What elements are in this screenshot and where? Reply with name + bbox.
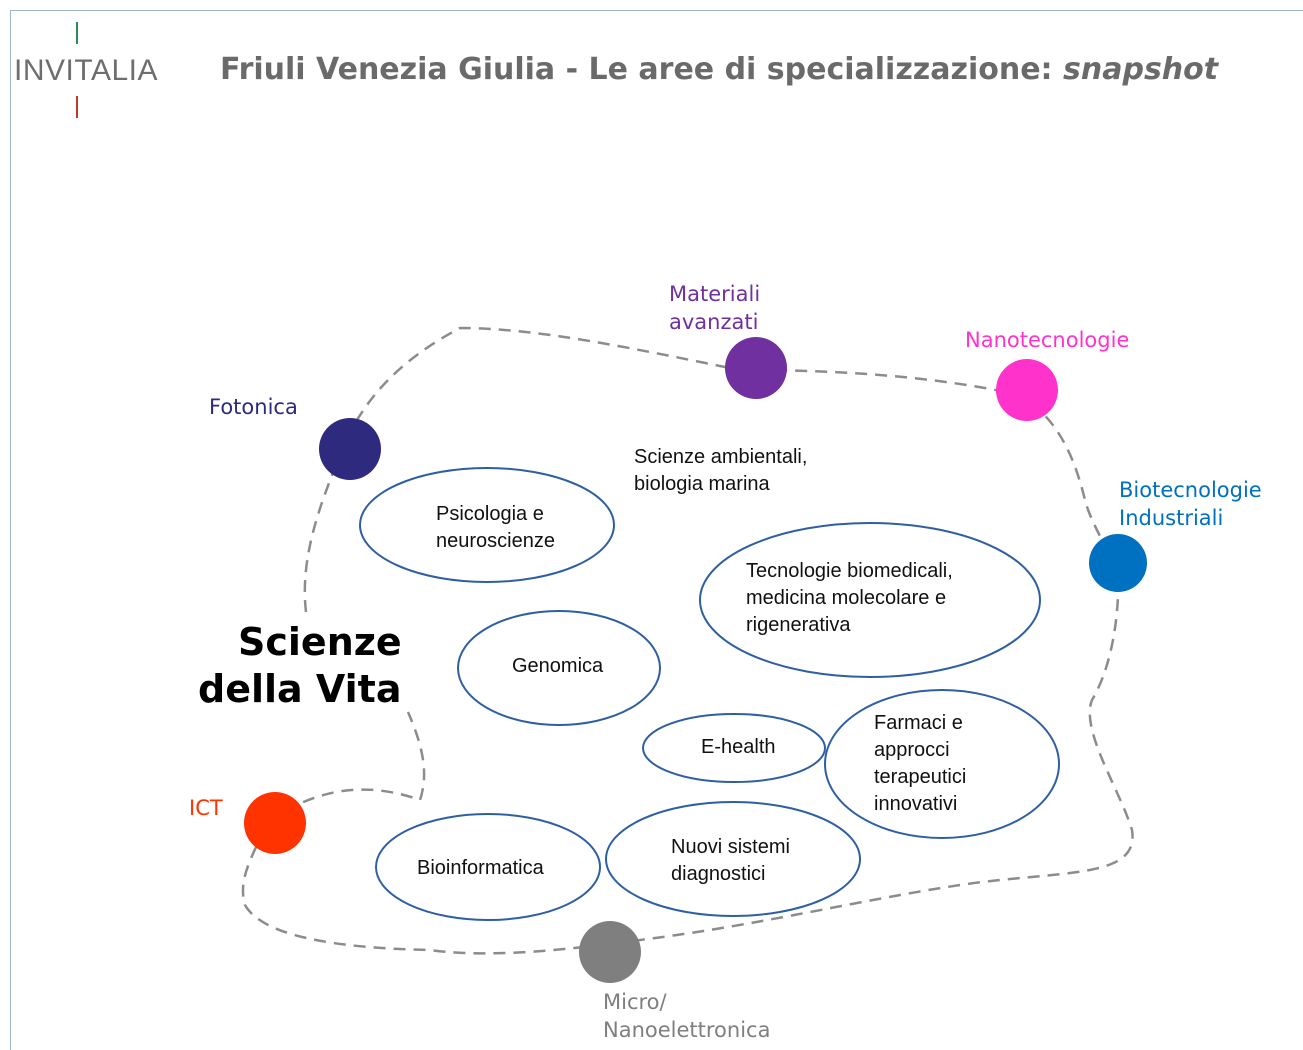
micro-node-circle <box>579 921 641 983</box>
center-title-line: della Vita <box>198 667 401 711</box>
tecnologie-text-line: medicina molecolare e <box>746 587 946 609</box>
materiali-label-line: avanzati <box>669 310 758 334</box>
center-title: Scienze della Vita <box>198 620 415 711</box>
farmaci-ellipse <box>824 689 1060 839</box>
bioinformatica-ellipse <box>375 813 601 921</box>
farmaci-text-line: approcci <box>874 739 950 761</box>
tecnologie-text-line: rigenerativa <box>746 614 851 636</box>
logo-green-bar <box>76 22 78 44</box>
materiali-label: Materiali avanzati <box>669 282 760 334</box>
biotecnologie-node-circle <box>1089 534 1147 592</box>
materiali-node-circle <box>725 337 787 399</box>
logo-red-bar <box>76 96 78 118</box>
page-title: Friuli Venezia Giulia - Le aree di speci… <box>220 52 1218 87</box>
nuovi-text-line: diagnostici <box>671 863 766 885</box>
psicologia-ellipse <box>359 467 615 583</box>
farmaci-text-line: Farmaci e <box>874 712 963 734</box>
ict-label-line: ICT <box>189 796 223 820</box>
slide-frame <box>10 10 1303 1050</box>
psicologia-text: Psicologia e neuroscienze <box>436 503 555 552</box>
ehealth-text-line: E-health <box>701 736 776 758</box>
micro-label: Micro/Nanoelettronica <box>603 990 770 1042</box>
nuovi-ellipse <box>605 801 861 917</box>
farmaci-text-line: terapeutici <box>874 766 966 788</box>
psicologia-text-line: Psicologia e <box>436 503 544 525</box>
genomica-text-line: Genomica <box>512 655 604 677</box>
fotonica-label-line: Fotonica <box>209 395 298 419</box>
logo-text: INVITALIA <box>14 54 158 87</box>
biotecnologie-label-line: Industriali <box>1119 506 1223 530</box>
micro-label-line: Nanoelettronica <box>603 1018 770 1042</box>
fotonica-label: Fotonica <box>209 395 298 419</box>
free-text-line: biologia marina <box>634 473 771 495</box>
title-emphasis: snapshot <box>1063 52 1219 87</box>
ehealth-text: E-health <box>701 736 776 758</box>
title-main: Friuli Venezia Giulia - Le aree di speci… <box>220 52 1064 87</box>
dashed-connector-path <box>241 326 1134 955</box>
nuovi-text-line: Nuovi sistemi <box>671 836 790 858</box>
biotecnologie-label-line: Biotecnologie <box>1119 478 1262 502</box>
nanotecnologie-label-line: Nanotecnologie <box>965 328 1129 352</box>
nanotecnologie-label: Nanotecnologie <box>965 328 1129 352</box>
free-text: Scienze ambientali, biologia marina <box>634 446 813 495</box>
tecnologie-text: Tecnologie biomedicali, medicina molecola… <box>746 560 953 636</box>
genomica-ellipse <box>457 610 661 726</box>
tecnologie-ellipse <box>699 522 1041 678</box>
nanotecnologie-node-circle <box>996 359 1058 421</box>
center-title-line: Scienze <box>238 620 402 664</box>
farmaci-text: Farmaci e approcci terapeutici innovativi <box>874 712 966 815</box>
bioinformatica-text-line: Bioinformatica <box>417 857 545 879</box>
free-text-line: Scienze ambientali, <box>634 446 807 468</box>
invitalia-logo: INVITALIA <box>14 14 174 124</box>
nuovi-text: Nuovi sistemi diagnostici <box>671 836 790 885</box>
tecnologie-text-line: Tecnologie biomedicali, <box>746 560 953 582</box>
genomica-text: Genomica <box>512 655 604 677</box>
farmaci-text-line: innovativi <box>874 793 957 815</box>
micro-label-line: Micro/ <box>603 990 668 1014</box>
materiali-label-line: Materiali <box>669 282 760 306</box>
psicologia-text-line: neuroscienze <box>436 530 555 552</box>
ehealth-ellipse <box>642 713 826 783</box>
bioinformatica-text: Bioinformatica <box>417 857 545 879</box>
fotonica-node-circle <box>319 418 381 480</box>
ict-node-circle <box>244 792 306 854</box>
ict-label: ICT <box>189 796 223 820</box>
